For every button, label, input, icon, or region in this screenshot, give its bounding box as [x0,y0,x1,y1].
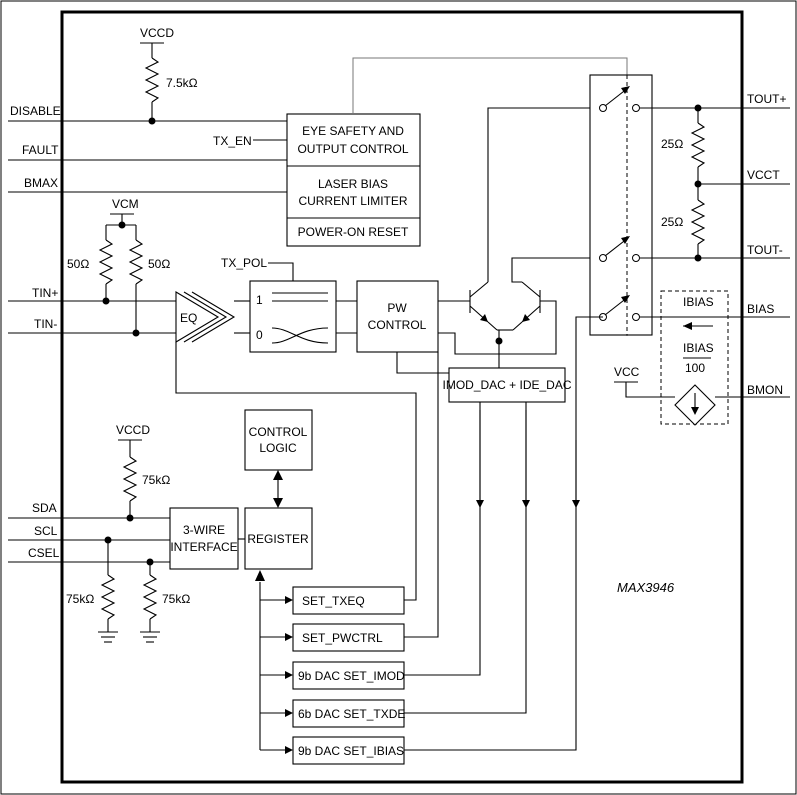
svg-text:TIN-: TIN- [34,317,57,331]
pin-tout-plus: TOUT+ [640,92,790,112]
svg-text:75kΩ: 75kΩ [142,473,170,487]
svg-text:VCC: VCC [614,365,640,379]
svg-text:6b DAC SET_TXDE: 6b DAC SET_TXDE [298,707,405,721]
svg-text:TX_EN: TX_EN [213,134,252,148]
svg-text:SDA: SDA [32,501,57,515]
svg-text:VCCD: VCCD [140,26,174,40]
svg-text:75kΩ: 75kΩ [66,592,94,606]
svg-text:PW: PW [387,301,407,315]
pin-scl: SCL 75kΩ [8,524,170,643]
svg-text:SET_TXEQ: SET_TXEQ [302,594,365,608]
set-pwctrl-block: SET_PWCTRL [292,623,405,652]
dac-set-txde-block: 6b DAC SET_TXDE [292,699,405,728]
svg-text:0: 0 [256,328,263,342]
svg-text:100: 100 [685,361,705,375]
svg-text:EYE SAFETY AND: EYE SAFETY AND [302,124,404,138]
vcm-supply: VCM 50Ω 50Ω [67,197,170,333]
pin-tout-minus: TOUT- [640,243,790,262]
pin-sda: SDA [8,501,170,519]
svg-text:EQ: EQ [180,311,197,325]
svg-text:CONTROL: CONTROL [249,425,308,439]
svg-text:LASER BIAS: LASER BIAS [318,177,388,191]
svg-text:9b DAC SET_IMOD: 9b DAC SET_IMOD [298,669,405,683]
eq-block: EQ [175,291,250,343]
pin-vcct: VCCT [698,168,790,185]
svg-text:VCCT: VCCT [747,168,780,182]
svg-text:TIN+: TIN+ [32,286,58,300]
imod-line [404,410,481,676]
svg-text:BMON: BMON [747,383,783,397]
dac-set-ibias-block: 9b DAC SET_IBIAS [292,736,405,765]
svg-text:REGISTER: REGISTER [247,532,309,546]
svg-text:CSEL: CSEL [28,546,60,560]
svg-text:9b DAC SET_IBIAS: 9b DAC SET_IBIAS [298,744,404,758]
svg-text:VCCD: VCCD [116,423,150,437]
imod-ide-dac-block: IMOD_DAC + IDE_DAC [442,367,572,403]
svg-text:25Ω: 25Ω [661,215,683,229]
pwctrl-to-pw-line [404,352,439,638]
svg-text:SET_PWCTRL: SET_PWCTRL [302,631,383,645]
svg-text:CONTROL: CONTROL [368,318,427,332]
svg-text:25Ω: 25Ω [661,137,683,151]
svg-text:DISABLE: DISABLE [10,104,61,118]
output-switch-block [589,74,653,336]
svg-text:IBIAS: IBIAS [683,295,714,309]
pin-bmax: BMAX [8,176,287,193]
svg-text:50Ω: 50Ω [148,257,170,271]
three-wire-interface-block: 3-WIRE INTERFACE [169,507,245,570]
svg-text:TOUT+: TOUT+ [747,92,786,106]
svg-text:TOUT-: TOUT- [747,243,783,257]
part-number-label: MAX3946 [617,580,675,595]
svg-text:CURRENT LIMITER: CURRENT LIMITER [298,194,407,208]
tx-en-signal: TX_EN [213,134,287,148]
control-logic-block: CONTROL LOGIC [244,409,313,471]
svg-text:BMAX: BMAX [24,176,58,190]
tx-pol-block: TX_POL 1 0 [221,256,357,353]
svg-text:VCM: VCM [112,197,139,211]
eye-safety-block: EYE SAFETY AND OUTPUT CONTROL LASER BIAS… [286,113,421,247]
set-txeq-block: SET_TXEQ [292,586,405,615]
svg-text:SCL: SCL [34,524,58,538]
pin-fault: FAULT [8,143,287,161]
output-transistor-pair [469,107,603,368]
logic-register-link [273,470,283,508]
register-block: REGISTER [244,507,313,570]
vccd-top-supply: VCCD 7.5kΩ [140,26,198,125]
svg-text:3-WIRE: 3-WIRE [183,523,225,537]
pin-tin-plus: TIN+ [8,286,176,305]
svg-text:1: 1 [256,293,263,307]
svg-text:75kΩ: 75kΩ [162,592,190,606]
pw-to-dac-line [396,352,449,374]
svg-text:FAULT: FAULT [22,143,59,157]
svg-text:TX_POL: TX_POL [221,256,267,270]
txde-line [404,410,527,714]
register-output-bus [255,570,293,754]
dac-set-imod-block: 9b DAC SET_IMOD [292,661,405,690]
svg-text:IBIAS: IBIAS [683,341,714,355]
svg-text:LOGIC: LOGIC [259,441,297,455]
pin-csel: CSEL 75kΩ [8,546,190,643]
pin-bias: BIAS [640,302,790,318]
termination-resistors: 25Ω 25Ω [661,108,706,258]
svg-text:INTERFACE: INTERFACE [170,540,237,554]
pw-control-block: PW CONTROL [356,280,557,355]
bias-monitor-block: IBIAS IBIAS 100 VCC BMON [614,290,790,426]
svg-text:BIAS: BIAS [747,302,774,316]
svg-text:50Ω: 50Ω [67,257,89,271]
vccd-left-supply: VCCD 75kΩ [116,423,170,522]
svg-text:POWER-ON RESET: POWER-ON RESET [298,225,409,239]
svg-text:IMOD_DAC + IDE_DAC: IMOD_DAC + IDE_DAC [442,378,571,392]
pin-tin-minus: TIN- [8,317,176,337]
ibias-line [404,316,603,751]
txeq-to-eq-line [175,342,417,601]
svg-text:OUTPUT CONTROL: OUTPUT CONTROL [297,142,408,156]
pin-disable: DISABLE [8,104,287,122]
svg-text:7.5kΩ: 7.5kΩ [166,76,198,90]
